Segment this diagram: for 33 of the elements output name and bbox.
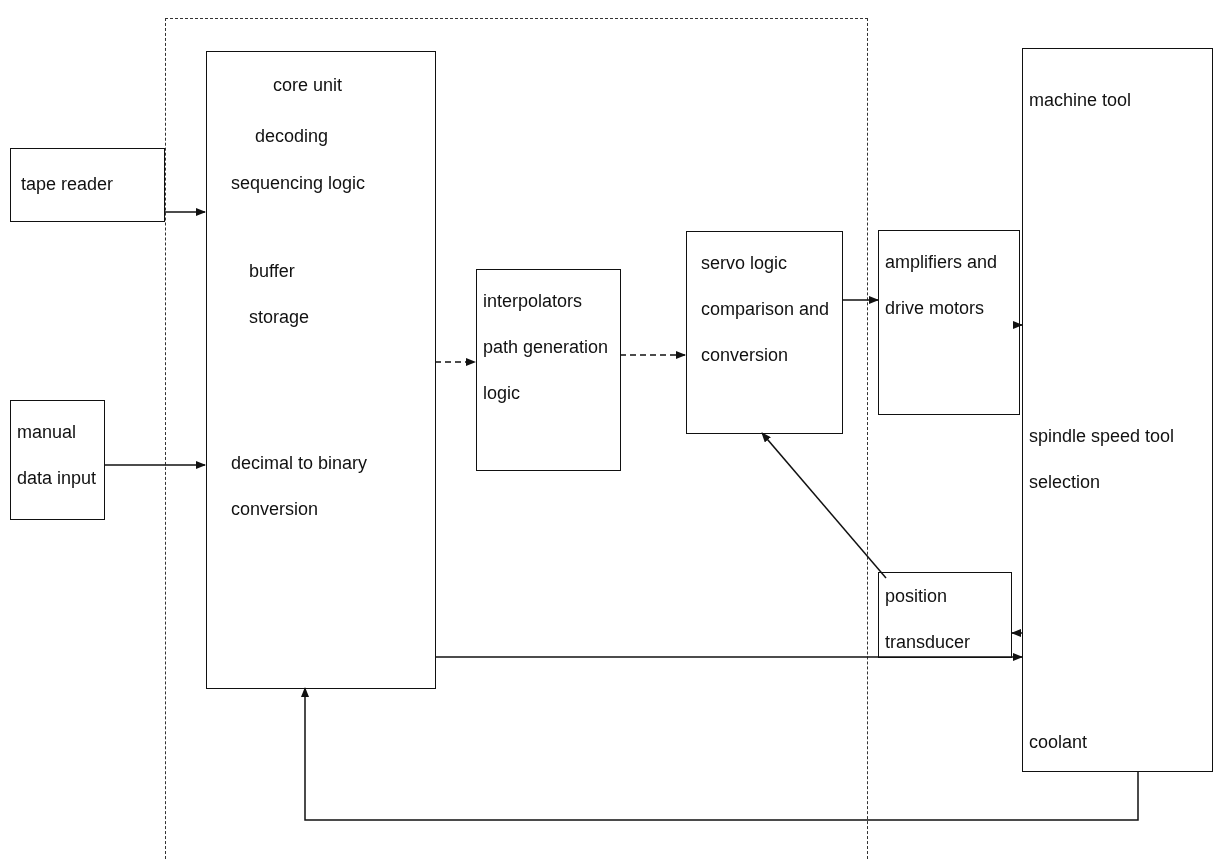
node-label: core unit	[273, 74, 344, 97]
node-label: amplifiers and drive motors	[885, 251, 999, 320]
process-box	[206, 51, 436, 689]
node-label: manual data input	[17, 421, 98, 490]
arrow	[761, 432, 887, 579]
arrow	[301, 687, 1139, 821]
node-label: servo logic comparison and conversion	[701, 252, 831, 367]
dashed-boundary	[165, 18, 868, 859]
node-label: position transducer	[885, 585, 972, 654]
process-box	[476, 269, 621, 471]
arrow	[164, 208, 206, 216]
node-label: machine tool	[1029, 89, 1133, 112]
node-label: spindle speed tool selection	[1029, 425, 1176, 494]
node-label: coolant	[1029, 731, 1089, 754]
node-label: sequencing logic	[231, 172, 367, 195]
node-label: decimal to binary conversion	[231, 452, 369, 521]
process-box	[10, 148, 165, 222]
process-box	[878, 230, 1020, 415]
node-label: buffer storage	[249, 260, 311, 329]
process-box	[686, 231, 843, 434]
arrow	[619, 351, 686, 359]
arrow	[434, 653, 1023, 661]
arrow	[1013, 321, 1023, 329]
arrow	[841, 296, 879, 304]
process-box	[878, 572, 1012, 658]
process-box	[1022, 48, 1213, 772]
process-box	[10, 400, 105, 520]
arrow	[1011, 629, 1023, 637]
arrow	[434, 358, 476, 366]
node-label: decoding	[255, 125, 330, 148]
arrow	[104, 461, 206, 469]
node-label: tape reader	[21, 173, 115, 196]
node-label: interpolators path generation logic	[483, 290, 610, 405]
